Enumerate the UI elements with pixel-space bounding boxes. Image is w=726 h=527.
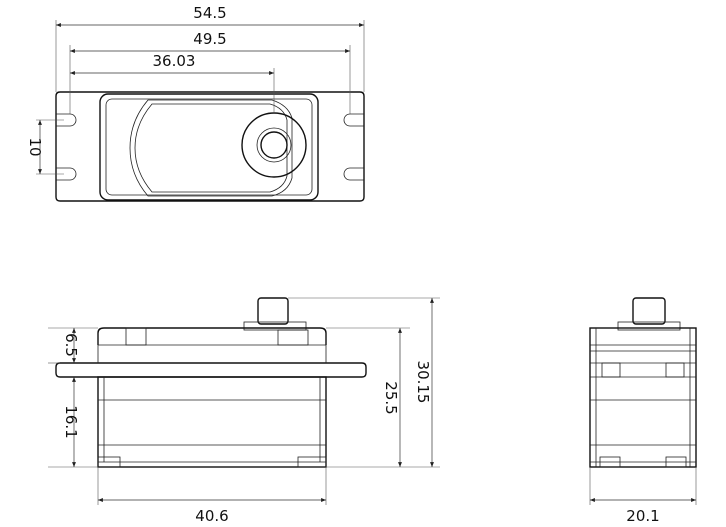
dim-10: 10 [26,137,44,156]
side-dimensions: 6.5 16.1 25.5 30.15 40.6 [48,297,440,525]
side-view [55,297,367,468]
dim-49-5: 49.5 [193,30,226,48]
end-dimensions: 20.1 [589,467,697,525]
dim-6-5: 6.5 [62,333,80,357]
dim-54-5: 54.5 [193,4,226,22]
end-view [589,297,697,468]
dim-25-5: 25.5 [382,381,400,414]
dim-16-1: 16.1 [62,405,80,438]
dim-30-15: 30.15 [414,361,432,404]
dim-20-1: 20.1 [626,507,659,525]
dim-36-03: 36.03 [153,52,196,70]
top-view [55,91,365,202]
top-dimensions: 54.5 49.5 36.03 10 [26,4,365,175]
dim-40-6: 40.6 [195,507,228,525]
